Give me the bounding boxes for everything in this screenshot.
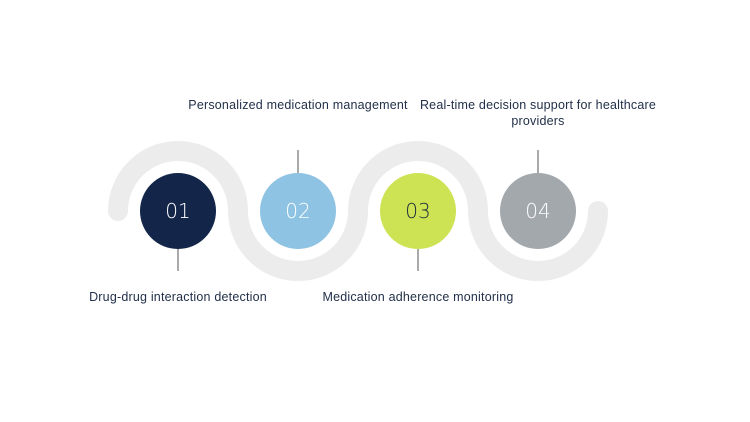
step-circle-04 xyxy=(500,173,576,249)
step-label-04: Real-time decision support for healthcar… xyxy=(419,98,657,128)
step-number-02: 02 xyxy=(285,199,310,223)
wave-band xyxy=(108,141,608,281)
step-label-03: Medication adherence monitoring xyxy=(322,290,514,304)
step-circle-03 xyxy=(380,173,456,249)
step-number-01: 01 xyxy=(165,199,190,223)
step-circle-02 xyxy=(260,173,336,249)
step-label-01: Drug-drug interaction detection xyxy=(89,290,267,304)
step-label-02: Personalized medication management xyxy=(188,98,408,112)
step-number-04: 04 xyxy=(525,199,550,223)
step-number-03: 03 xyxy=(405,199,430,223)
step-circle-01 xyxy=(140,173,216,249)
